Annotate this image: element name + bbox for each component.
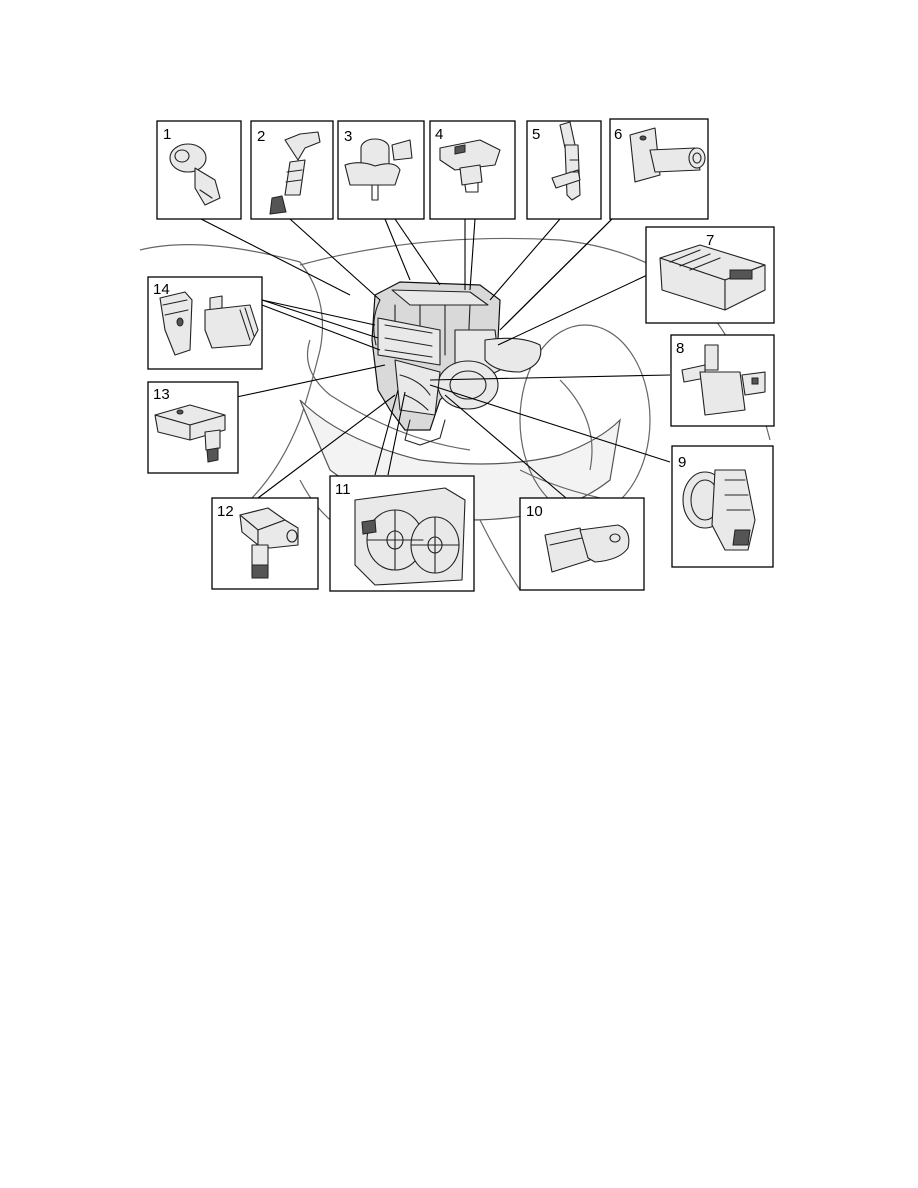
callout-5: 5	[526, 120, 602, 220]
callout-number-13: 13	[153, 386, 170, 403]
air-mass-meter-icon	[629, 127, 706, 183]
callout-7: 7	[645, 226, 775, 324]
callout-number-1: 1	[163, 126, 171, 143]
callout-1: 1	[156, 120, 242, 220]
callout-14: 14	[147, 276, 263, 370]
callout-number-14: 14	[153, 281, 170, 298]
callout-4: 4	[429, 120, 516, 220]
control-module-icon	[659, 244, 766, 311]
callout-9: 9	[671, 445, 774, 568]
knock-sensor-icon	[239, 507, 299, 579]
callout-number-11: 11	[335, 481, 351, 498]
callout-number-4: 4	[435, 126, 443, 143]
throttle-unit-icon	[682, 469, 756, 551]
callout-12: 12	[211, 497, 319, 590]
callout-8: 8	[670, 334, 775, 427]
callout-6: 6	[609, 118, 709, 220]
callout-number-6: 6	[614, 126, 622, 143]
pressure-sensor-icon	[154, 404, 226, 463]
callout-11: 11	[329, 475, 475, 592]
callout-number-2: 2	[257, 128, 265, 145]
cooling-fan-icon	[354, 487, 466, 586]
callout-number-7: 7	[706, 232, 714, 249]
callout-number-5: 5	[532, 126, 540, 143]
callout-number-12: 12	[217, 503, 234, 520]
callout-10: 10	[519, 497, 645, 591]
sensor-part-icon	[169, 143, 221, 206]
solenoid-valve-icon	[551, 121, 581, 201]
callout-13: 13	[147, 381, 239, 474]
purge-valve-icon	[681, 344, 766, 416]
fuel-injector-icon	[269, 131, 321, 215]
leader-lines	[200, 218, 671, 499]
callout-number-8: 8	[676, 340, 684, 357]
speed-sensor-icon	[544, 524, 630, 573]
callout-2: 2	[250, 120, 334, 220]
callout-number-9: 9	[678, 454, 686, 471]
callout-number-3: 3	[344, 128, 352, 145]
callout-3: 3	[337, 120, 425, 220]
position-sensor-icon	[439, 139, 501, 193]
ignition-coil-icon	[159, 291, 259, 356]
callout-number-10: 10	[526, 503, 543, 520]
valve-solenoid-icon	[344, 138, 413, 201]
